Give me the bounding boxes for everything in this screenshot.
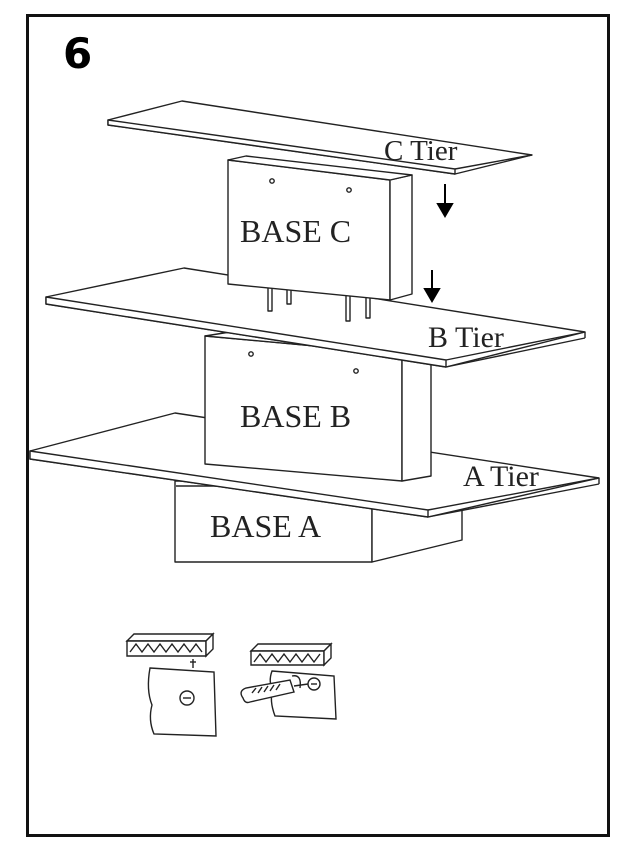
- down-arrow-icon: [423, 270, 441, 303]
- screwdriver-icon: [240, 675, 309, 704]
- base-c-box: [227, 155, 413, 301]
- c-tier-shelf: [107, 100, 533, 175]
- base-b-label: BASE B: [240, 398, 351, 434]
- illustration-frame: [26, 14, 610, 837]
- detail-before: [125, 632, 217, 737]
- screw-icon: [190, 659, 196, 668]
- base-c-label: BASE C: [240, 213, 351, 249]
- base-a-label: BASE A: [210, 508, 321, 544]
- a-tier-label: A Tier: [463, 460, 539, 493]
- shelf-pin-icon: [345, 292, 351, 322]
- c-tier-label: C Tier: [384, 135, 458, 167]
- down-arrow-icon: [436, 184, 454, 218]
- detail-after: [240, 642, 337, 720]
- step-number: 6: [63, 29, 93, 78]
- b-tier-label: B Tier: [428, 321, 504, 354]
- b-tier-shelf: [45, 267, 586, 368]
